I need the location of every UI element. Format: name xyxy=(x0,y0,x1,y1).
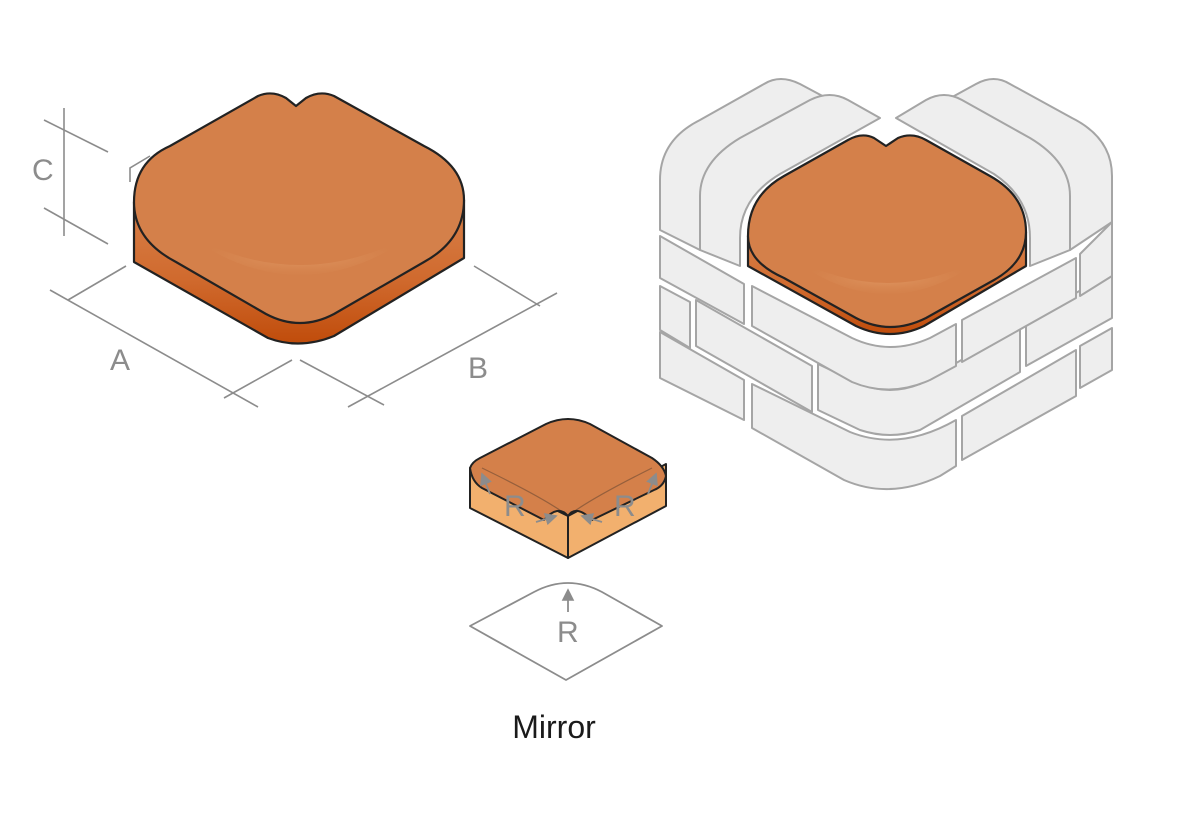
radius-label-right: R xyxy=(614,490,636,523)
dimension-lines xyxy=(43,108,558,408)
dim-label-c: C xyxy=(32,154,54,187)
mirror-caption: Mirror xyxy=(512,709,596,745)
plan-view: R xyxy=(469,582,663,681)
corner-brick-dimensioned: C A B xyxy=(32,92,558,408)
dim-label-a: A xyxy=(110,344,130,377)
pier-capping-brick xyxy=(746,134,1028,336)
brick-pier xyxy=(659,78,1113,491)
radius-label-left: R xyxy=(504,490,526,523)
dim-label-b: B xyxy=(468,352,488,385)
radius-label-plan: R xyxy=(557,616,579,649)
corner-brick xyxy=(132,92,466,345)
mirror-brick: R R xyxy=(469,418,667,559)
radius-arrows xyxy=(480,472,658,526)
